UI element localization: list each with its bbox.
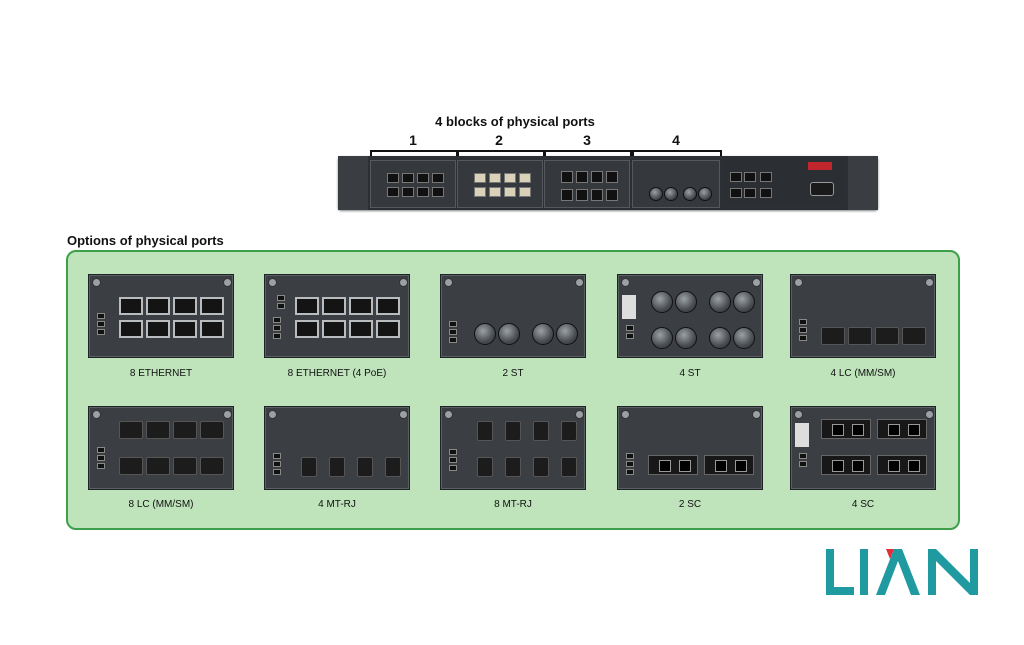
module-2-st xyxy=(440,274,586,358)
chassis-block-3 xyxy=(544,160,630,208)
module-label: 4 ST xyxy=(679,368,701,379)
port-number-plate xyxy=(795,423,809,447)
module-label: 4 SC xyxy=(851,499,875,510)
block-bracket-4 xyxy=(632,150,722,158)
module-label: 8 ETHERNET (4 PoE) xyxy=(287,368,387,379)
block-number-3: 3 xyxy=(583,132,591,148)
module-8-mtrj xyxy=(440,406,586,490)
module-2-sc xyxy=(617,406,763,490)
lian-logo xyxy=(826,549,978,595)
module-4-sc xyxy=(790,406,936,490)
rack-ear-left xyxy=(338,156,368,210)
serial-connector xyxy=(810,182,834,196)
module-label: 8 MT-RJ xyxy=(494,499,532,510)
module-label: 8 ETHERNET xyxy=(129,368,193,379)
chassis-uplink-area xyxy=(722,160,846,206)
brand-logo-mark xyxy=(808,162,832,170)
rack-ear-right xyxy=(848,156,878,210)
chassis-block-1 xyxy=(370,160,456,208)
module-8-lc xyxy=(88,406,234,490)
module-label: 4 LC (MM/SM) xyxy=(830,368,896,379)
block-number-2: 2 xyxy=(495,132,503,148)
block-number-4: 4 xyxy=(672,132,680,148)
module-8-ethernet-poe xyxy=(264,274,410,358)
module-4-lc xyxy=(790,274,936,358)
chassis-block-4 xyxy=(632,160,720,208)
module-8-ethernet xyxy=(88,274,234,358)
module-4-st xyxy=(617,274,763,358)
module-label: 4 MT-RJ xyxy=(318,499,356,510)
port-number-plate xyxy=(622,295,636,319)
module-label: 8 LC (MM/SM) xyxy=(128,499,194,510)
module-4-mtrj xyxy=(264,406,410,490)
module-label: 2 SC xyxy=(678,499,702,510)
options-title: Options of physical ports xyxy=(67,233,224,248)
chassis-block-2 xyxy=(457,160,543,208)
chassis-title: 4 blocks of physical ports xyxy=(435,114,595,129)
block-bracket-3 xyxy=(544,150,632,158)
module-label: 2 ST xyxy=(502,368,524,379)
block-number-1: 1 xyxy=(409,132,417,148)
